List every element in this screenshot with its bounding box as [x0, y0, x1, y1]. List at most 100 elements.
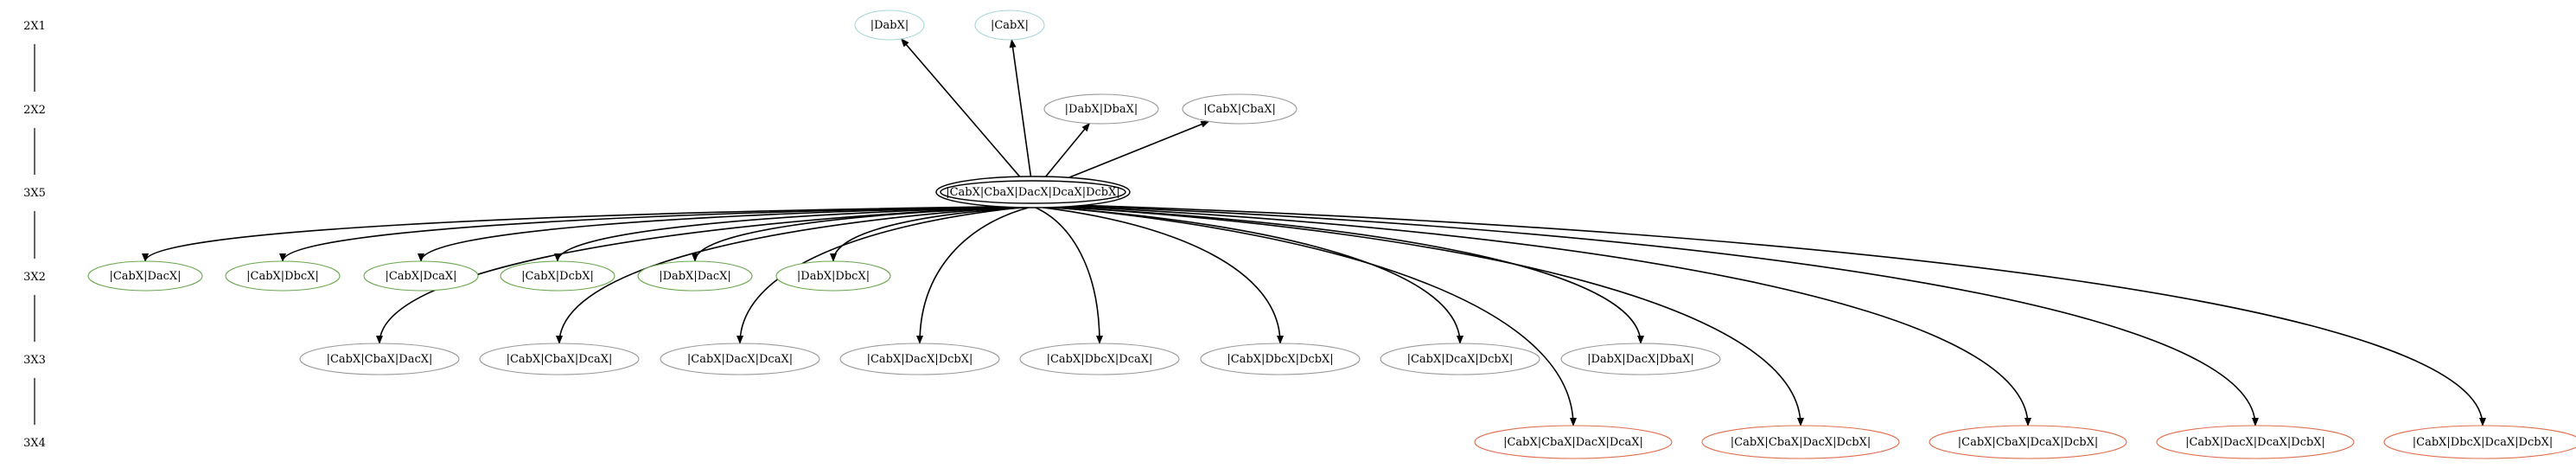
node-root: |CabX|CbaX|DacX|DcaX|DcbX|: [935, 176, 1131, 208]
node-n2: |CabX|: [974, 10, 1045, 41]
rank-label-r4: 3X2: [23, 271, 46, 284]
node-shape: [1182, 93, 1298, 125]
node-o4: |CabX|DacX|DcaX|DcbX|: [2156, 425, 2355, 459]
node-shape: [2383, 425, 2576, 459]
rank-label-r5: 3X3: [23, 354, 46, 367]
node-g6: |DabX|DbcX|: [775, 260, 891, 292]
node-label: |CabX|DcaX|DcbX|: [1407, 353, 1514, 366]
node-g2: |CabX|DbcX|: [225, 260, 341, 292]
node-label: |CabX|CbaX|DcaX|DcbX|: [1958, 436, 2098, 449]
node-m3: |CabX|DacX|DcaX|: [660, 343, 820, 375]
node-label: |DabX|DbaX|: [1065, 103, 1138, 116]
edge-root-to-m3: [736, 207, 1022, 344]
node-m5: |CabX|DbcX|DcaX|: [1019, 343, 1180, 375]
edge-root-to-g3: [418, 206, 1010, 262]
edge-root-to-o1: [1054, 206, 1577, 426]
nodes: |CabX|CbaX|DacX|DcaX|DcbX| |DabX| |CabX| |D…: [87, 10, 2576, 459]
node-label: |CabX|CbaX|DacX|DcaX|DcbX|: [946, 186, 1120, 199]
node-shape: [775, 260, 891, 292]
node-label: |DabX|DacX|: [659, 270, 731, 283]
edge-root-to-n2: [1009, 38, 1032, 177]
rank-label-r1: 2X1: [23, 20, 46, 33]
node-o1: |CabX|CbaX|DacX|DcaX|: [1474, 425, 1673, 459]
node-shape: [660, 343, 820, 375]
node-shape: [1929, 425, 2127, 459]
node-shape: [1200, 343, 1361, 375]
node-shape: [1380, 343, 1540, 375]
edge-root-to-o5: [1083, 204, 2486, 426]
node-label: |CabX|DacX|DcaX|DcbX|: [2185, 436, 2325, 449]
node-shape: [1019, 343, 1180, 375]
node-label: |CabX|DacX|DcaX|: [687, 353, 793, 366]
node-g5: |DabX|DacX|: [637, 260, 753, 292]
edge-root-to-g6: [830, 207, 1025, 262]
node-g3: |CabX|DcaX|: [363, 260, 479, 292]
node-shape: [854, 10, 925, 41]
node-g1: |CabX|DacX|: [87, 260, 203, 292]
node-o2: |CabX|CbaX|DacX|DcbX|: [1701, 425, 1900, 459]
edge-root-to-o2: [1062, 206, 1804, 426]
edge-root-to-m6: [1043, 207, 1284, 344]
node-shape: [500, 260, 615, 292]
node-label: |CabX|CbaX|DacX|: [327, 353, 433, 366]
rank-label-r6: 3X4: [23, 437, 46, 450]
node-o5: |CabX|DbcX|DcaX|DcbX|: [2383, 425, 2576, 459]
edge-root-to-m1: [376, 206, 1008, 344]
edge-root-to-n1: [901, 38, 1021, 177]
node-label: |CabX|DcaX|: [385, 270, 456, 283]
node-n4: |CabX|CbaX|: [1182, 93, 1298, 125]
node-label: |CabX|DcbX|: [521, 270, 594, 283]
node-shape: [479, 343, 640, 375]
node-n1: |DabX|: [854, 10, 925, 41]
rank-label-r2: 2X2: [23, 104, 46, 117]
edge-root-to-m7: [1049, 206, 1463, 344]
edge-root-to-m4: [916, 207, 1029, 344]
node-label: |CabX|DbcX|DcbX|: [1227, 353, 1333, 366]
node-label: |CabX|CbaX|DacX|DcbX|: [1731, 436, 1871, 449]
node-label: |CabX|: [991, 19, 1029, 32]
node-label: |CabX|DbcX|: [246, 270, 319, 283]
edge-root-to-g4: [554, 206, 1015, 262]
node-shape: [974, 10, 1045, 41]
node-label: |CabX|CbaX|DcaX|: [507, 353, 613, 366]
edges: [142, 38, 2486, 426]
edge-root-to-o4: [1076, 205, 2259, 426]
node-m1: |CabX|CbaX|DacX|: [299, 343, 460, 375]
edge-root-to-n3: [1045, 122, 1090, 177]
node-label: |DabX|DbcX|: [797, 270, 870, 283]
edge-root-to-g2: [279, 206, 1004, 262]
node-shape-inner: [940, 180, 1126, 204]
node-shape: [1560, 343, 1721, 375]
node-shape: [1474, 425, 1673, 459]
node-shape: [935, 176, 1131, 208]
node-label: |CabX|CbaX|: [1203, 103, 1276, 116]
node-shape: [363, 260, 479, 292]
node-m6: |CabX|DbcX|DcbX|: [1200, 343, 1361, 375]
rank-axis: 2X1 2X2 3X5 3X2 3X3 3X4: [23, 20, 46, 450]
node-m4: |CabX|DacX|DcbX|: [839, 343, 1000, 375]
node-o3: |CabX|CbaX|DcaX|DcbX|: [1929, 425, 2127, 459]
node-shape: [299, 343, 460, 375]
node-m2: |CabX|CbaX|DcaX|: [479, 343, 640, 375]
node-label: |CabX|DbcX|DcaX|: [1047, 353, 1153, 366]
node-shape: [2156, 425, 2355, 459]
edge-root-to-g1: [142, 206, 1000, 262]
node-shape: [225, 260, 341, 292]
node-label: |CabX|CbaX|DacX|DcaX|: [1503, 436, 1643, 449]
edge-root-to-m8: [1056, 206, 1644, 344]
node-label: |CabX|DacX|DcbX|: [867, 353, 973, 366]
edge-root-to-m5: [1035, 207, 1103, 344]
node-m7: |CabX|DcaX|DcbX|: [1380, 343, 1540, 375]
node-shape: [839, 343, 1000, 375]
node-label: |DabX|DacX|DbaX|: [1587, 353, 1694, 366]
node-shape: [1043, 93, 1159, 125]
node-shape: [1701, 425, 1900, 459]
edge-root-to-m2: [556, 206, 1015, 344]
rank-label-r3: 3X5: [23, 187, 46, 200]
node-label: |CabX|DbcX|DcaX|DcbX|: [2413, 436, 2553, 449]
node-g4: |CabX|DcbX|: [500, 260, 615, 292]
node-m8: |DabX|DacX|DbaX|: [1560, 343, 1721, 375]
edge-root-to-n4: [1068, 120, 1210, 179]
node-shape: [637, 260, 753, 292]
